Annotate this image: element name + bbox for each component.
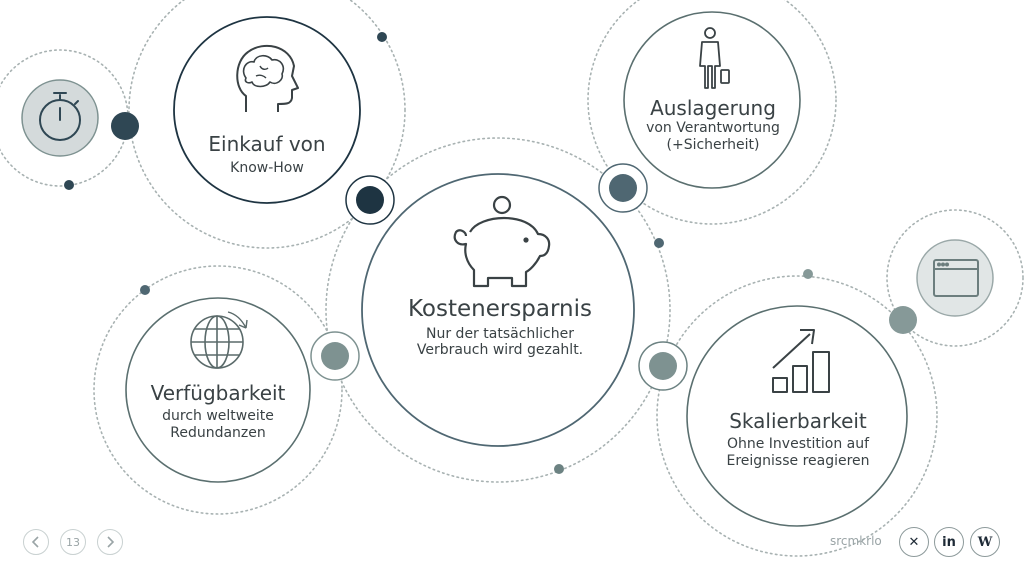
stopwatch-icon xyxy=(39,92,81,141)
satellite-dot xyxy=(654,238,664,248)
brand-name: srcmkrlo xyxy=(830,534,882,548)
satellite-dot xyxy=(140,285,150,295)
node-auslagerung: Auslagerung von Verantwortung (+Sicherhe… xyxy=(632,96,794,154)
head-brain-icon xyxy=(236,44,299,112)
orbit-ring-einkauf xyxy=(128,0,406,249)
node-skalierbarkeit-title: Skalierbarkeit xyxy=(729,409,867,433)
node-skalierbarkeit-circle xyxy=(686,305,908,527)
node-einkauf-circle xyxy=(173,16,361,204)
node-skalierbarkeit-subtitle-2: Ereignisse reagieren xyxy=(726,452,870,469)
wordpress-icon[interactable]: W xyxy=(970,527,1000,557)
node-kostenersparnis: Kostenersparnis Nur der tatsächlicher Ve… xyxy=(398,296,602,359)
node-kostenersparnis-title: Kostenersparnis xyxy=(407,296,593,322)
xing-glyph: ✕ xyxy=(908,534,920,550)
browser-window-icon xyxy=(933,259,979,297)
orbit-ring-verfuegbarkeit xyxy=(93,265,343,515)
connector-dot xyxy=(889,306,917,334)
node-skalierbarkeit: Skalierbarkeit Ohne Investition auf Erei… xyxy=(712,409,884,470)
node-verfuegbarkeit-title: Verfügbarkeit xyxy=(150,381,286,405)
growth-chart-icon xyxy=(772,329,830,393)
orbit-ring-skalierbarkeit xyxy=(656,275,938,557)
page-number-label: 13 xyxy=(66,535,80,549)
node-auslagerung-circle xyxy=(623,11,801,189)
satellite-dot xyxy=(377,32,387,42)
orbit-ring-kostenersparnis xyxy=(325,137,671,483)
globe-icon xyxy=(190,311,248,369)
node-verfuegbarkeit-subtitle-1: durch weltweite xyxy=(162,408,274,424)
node-einkauf-subtitle: Know-How xyxy=(230,160,304,176)
node-verfuegbarkeit: Verfügbarkeit durch weltweite Redundanze… xyxy=(137,381,299,442)
person-suitcase-icon xyxy=(699,27,730,89)
connector-dot xyxy=(649,352,677,380)
chevron-left-icon xyxy=(31,536,39,548)
node-auslagerung-title: Auslagerung xyxy=(650,96,776,120)
connector-dot xyxy=(321,342,349,370)
node-auslagerung-subtitle-2: (+Sicherheit) xyxy=(666,136,760,153)
next-slide-button[interactable] xyxy=(97,529,123,555)
chevron-right-icon xyxy=(107,536,115,548)
satellite-dot xyxy=(64,180,74,190)
prev-slide-button[interactable] xyxy=(23,529,49,555)
connector-dot xyxy=(356,186,384,214)
wordpress-glyph: W xyxy=(977,534,993,550)
browser-node xyxy=(916,239,994,317)
orbit-ring-auslagerung xyxy=(587,0,837,225)
node-einkauf-title: Einkauf von xyxy=(208,132,326,156)
satellite-dot xyxy=(554,464,564,474)
xing-icon[interactable]: ✕ xyxy=(899,527,929,557)
node-verfuegbarkeit-circle xyxy=(125,297,311,483)
node-auslagerung-subtitle-1: von Verantwortung xyxy=(646,120,780,136)
piggy-bank-icon xyxy=(453,195,551,288)
linkedin-icon[interactable]: in xyxy=(934,527,964,557)
connector-dot xyxy=(111,112,139,140)
node-kostenersparnis-subtitle-2: Verbrauch wird gezahlt. xyxy=(416,342,584,359)
connector-dot xyxy=(609,174,637,202)
linkedin-glyph: in xyxy=(942,534,956,550)
satellite-dot xyxy=(803,269,813,279)
node-kostenersparnis-circle xyxy=(361,173,635,447)
orbit-ring-browser xyxy=(886,209,1024,347)
page-number: 13 xyxy=(60,529,86,555)
node-einkauf: Einkauf von Know-How xyxy=(187,132,347,177)
node-kostenersparnis-subtitle-1: Nur der tatsächlicher xyxy=(426,325,574,342)
node-skalierbarkeit-subtitle-1: Ohne Investition auf xyxy=(726,436,870,452)
node-verfuegbarkeit-subtitle-2: Redundanzen xyxy=(170,424,266,441)
